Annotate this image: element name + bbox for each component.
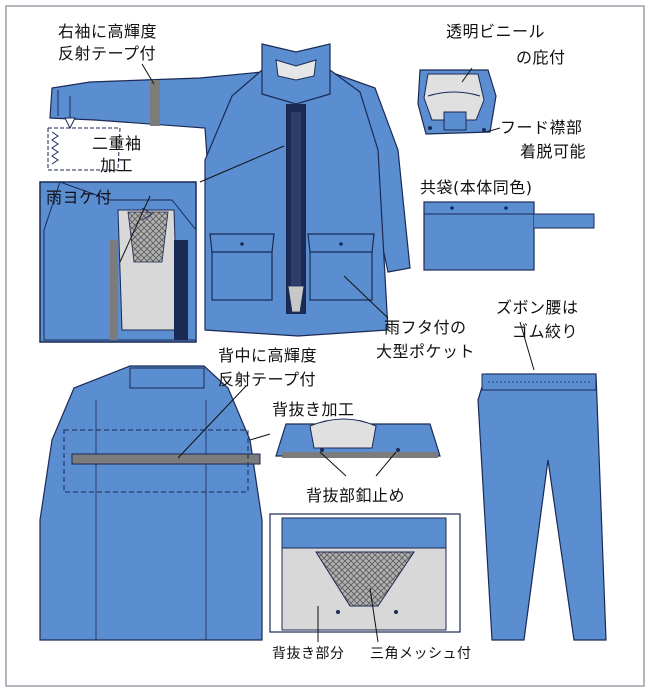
label-hood-detach-2: 着脱可能 bbox=[520, 142, 587, 161]
sleeve-reflective-tape bbox=[150, 80, 160, 126]
label-rain-guard: 雨ヨケ付 bbox=[46, 188, 113, 207]
label-clear-visor-2: の庇付 bbox=[516, 48, 566, 67]
label-double-sleeve-2: 加工 bbox=[100, 156, 134, 175]
pants bbox=[477, 373, 607, 641]
label-triangle-mesh: 三角メッシュ付 bbox=[370, 646, 472, 662]
label-clear-visor-1: 透明ビニール bbox=[446, 22, 546, 41]
leader-lines bbox=[119, 63, 535, 643]
jacket-collar-inner bbox=[275, 59, 317, 81]
label-back-vent: 背抜き加工 bbox=[272, 400, 355, 419]
double-sleeve-detail bbox=[47, 127, 121, 171]
jacket-zipper-inner bbox=[291, 112, 301, 312]
label-sleeve-reflective-2: 反射テープ付 bbox=[58, 44, 157, 63]
label-waist-rubber-2: ゴム絞り bbox=[512, 322, 579, 341]
jacket-back bbox=[39, 365, 263, 641]
hood-detail bbox=[417, 69, 497, 135]
back-vent-detail bbox=[275, 418, 441, 458]
label-same-bag: 共袋(本体同色) bbox=[420, 178, 533, 197]
label-back-reflective-1: 背中に高輝度 bbox=[218, 346, 318, 365]
label-hood-detach-1: フード襟部 bbox=[500, 118, 583, 137]
label-waist-rubber-1: ズボン腰は bbox=[496, 298, 579, 317]
back-vent-region bbox=[63, 429, 249, 493]
label-back-vent-part: 背抜き部分 bbox=[272, 646, 345, 662]
label-sleeve-reflective-1: 右袖に高輝度 bbox=[58, 22, 158, 41]
label-double-sleeve-1: 二重袖 bbox=[92, 134, 142, 153]
label-flap-pocket-1: 雨フタ付の bbox=[384, 318, 467, 337]
label-back-snap: 背抜部釦止め bbox=[306, 486, 406, 505]
jacket-zipper-pull bbox=[287, 285, 305, 313]
label-flap-pocket-2: 大型ポケット bbox=[376, 342, 476, 361]
back-vent-open-detail bbox=[269, 513, 461, 633]
label-back-reflective-2: 反射テープ付 bbox=[218, 370, 317, 389]
back-reflective-tape bbox=[71, 453, 261, 465]
stuff-bag bbox=[423, 201, 595, 271]
